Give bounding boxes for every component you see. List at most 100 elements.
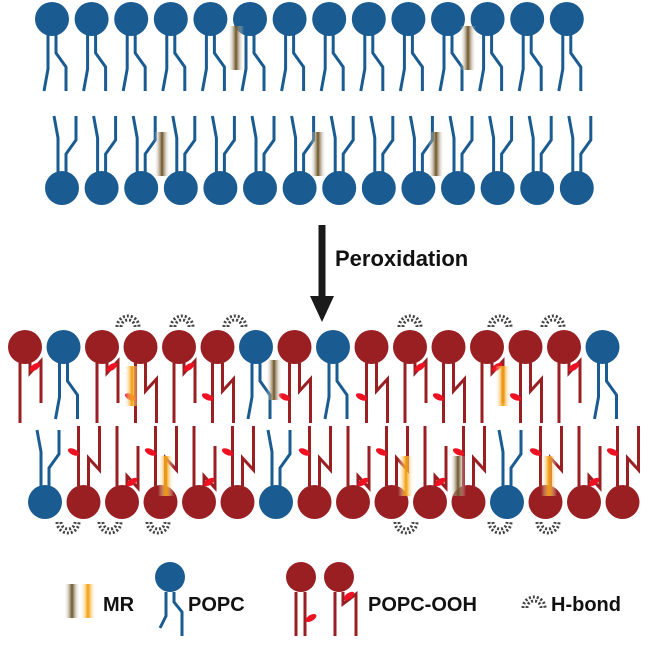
popc-ooh-lipid-lower bbox=[336, 426, 371, 519]
hydroperoxide-group bbox=[432, 393, 445, 401]
popc-ooh-lipid-lower bbox=[605, 426, 640, 519]
hydroperoxide-group bbox=[183, 362, 195, 372]
mr-molecule bbox=[228, 26, 244, 70]
popc-head bbox=[441, 171, 475, 205]
hydroperoxide-group bbox=[375, 448, 388, 456]
hydroperoxide-group bbox=[144, 448, 157, 456]
peroxidation-arrow bbox=[310, 225, 334, 322]
legend-popc-ooh-label: POPC-OOH bbox=[368, 594, 477, 616]
peroxidation-label: Peroxidation bbox=[335, 246, 468, 271]
hydroperoxide-group bbox=[106, 362, 118, 372]
popc-head bbox=[114, 2, 149, 36]
popc-ooh-lipid-upper bbox=[508, 330, 543, 423]
popc-ooh-head bbox=[8, 330, 42, 364]
hydroperoxide-group bbox=[221, 448, 234, 456]
popc-ooh-head bbox=[105, 485, 139, 519]
h-bond-mark bbox=[393, 521, 419, 535]
popc-ooh-lipid-upper bbox=[354, 330, 389, 423]
mr-molecule bbox=[460, 26, 476, 70]
popc-ooh-lipid-upper bbox=[431, 330, 466, 423]
popc-head bbox=[312, 2, 347, 36]
popc-lipid-lower bbox=[559, 115, 594, 205]
popc-head bbox=[510, 2, 545, 36]
popc-head bbox=[391, 2, 426, 36]
popc-lipid-upper bbox=[510, 2, 545, 92]
hydroperoxide-group bbox=[529, 448, 542, 456]
popc-ooh-lipid-upper bbox=[200, 330, 235, 423]
popc-ooh-head bbox=[393, 330, 427, 364]
popc-head bbox=[520, 171, 555, 205]
popc-head bbox=[28, 485, 62, 519]
popc-lipid-lower bbox=[441, 115, 475, 205]
popc-ooh-lipid-lower bbox=[220, 426, 255, 519]
legend: MR POPC POPC-OOH H-bond bbox=[64, 562, 621, 636]
popc-ooh-head bbox=[413, 485, 447, 519]
hydroperoxide-group bbox=[355, 393, 368, 401]
popc-head bbox=[361, 171, 396, 205]
popc-lipid-lower bbox=[45, 115, 79, 205]
popc-ooh-head bbox=[508, 330, 543, 364]
h-bond-mark bbox=[55, 521, 81, 535]
popc-ooh-head bbox=[354, 330, 389, 364]
popc-ooh-head bbox=[336, 485, 370, 519]
h-bond-mark bbox=[540, 314, 566, 328]
popc-head bbox=[470, 2, 505, 36]
popc-ooh-lipid-upper bbox=[547, 330, 582, 423]
popc-ooh-head bbox=[547, 330, 581, 364]
mr-molecule-oxidized bbox=[124, 366, 140, 406]
popc-ooh-lipid-icon bbox=[286, 562, 358, 636]
hydroperoxide-group bbox=[29, 362, 41, 372]
popc-head bbox=[351, 2, 386, 36]
popc-ooh-head bbox=[182, 485, 216, 519]
popc-head bbox=[401, 171, 436, 205]
popc-lipid-lower bbox=[203, 115, 238, 205]
popc-lipid-lower bbox=[520, 115, 555, 205]
h-bond-icon bbox=[521, 595, 547, 609]
popc-head bbox=[272, 2, 307, 36]
h-bond-mark bbox=[487, 521, 513, 535]
h-bond-mark bbox=[487, 314, 513, 328]
hydroperoxide-group bbox=[452, 448, 465, 456]
hydroperoxide-group bbox=[357, 477, 369, 487]
popc-lipid-upper bbox=[431, 2, 465, 92]
popc-head bbox=[243, 171, 277, 205]
hydroperoxide-group bbox=[568, 362, 580, 372]
popc-lipid-upper bbox=[312, 2, 347, 92]
popc-head bbox=[480, 171, 515, 205]
popc-lipid-upper bbox=[239, 330, 273, 420]
hydroperoxide-group bbox=[67, 448, 80, 456]
unoxidized-bilayer bbox=[35, 2, 594, 205]
peroxidized-bilayer bbox=[8, 314, 640, 535]
popc-lipid-lower bbox=[259, 429, 293, 519]
legend-popc-label: POPC bbox=[188, 594, 245, 616]
hydroperoxide-group bbox=[201, 393, 214, 401]
popc-lipid-lower bbox=[361, 115, 396, 205]
popc-ooh-lipid-lower bbox=[182, 426, 217, 519]
mr-molecule bbox=[266, 360, 282, 400]
h-bond-mark bbox=[97, 521, 123, 535]
popc-head bbox=[203, 171, 238, 205]
popc-lipid-lower bbox=[401, 115, 436, 205]
popc-ooh-head bbox=[470, 330, 504, 364]
hydroperoxide-group bbox=[298, 448, 311, 456]
mr-molecule-oxidized bbox=[541, 456, 557, 496]
popc-head bbox=[84, 171, 119, 205]
popc-lipid-lower bbox=[490, 429, 524, 519]
popc-lipid-lower bbox=[28, 429, 62, 519]
popc-lipid-upper bbox=[272, 2, 307, 92]
popc-ooh-lipid-upper bbox=[85, 330, 120, 423]
popc-ooh-lipid-upper bbox=[393, 330, 428, 423]
popc-head bbox=[559, 171, 594, 205]
h-bond-mark bbox=[169, 314, 195, 328]
hydroperoxide-group bbox=[509, 393, 522, 401]
popc-head bbox=[163, 171, 198, 205]
popc-head bbox=[239, 330, 273, 364]
popc-head bbox=[124, 171, 159, 205]
popc-lipid-lower bbox=[84, 115, 119, 205]
popc-head bbox=[46, 330, 81, 364]
popc-lipid-upper bbox=[35, 2, 69, 92]
popc-ooh-lipid-lower bbox=[105, 426, 140, 519]
h-bond-mark bbox=[535, 521, 561, 535]
hydroperoxide-group bbox=[414, 362, 426, 372]
popc-ooh-head bbox=[567, 485, 601, 519]
